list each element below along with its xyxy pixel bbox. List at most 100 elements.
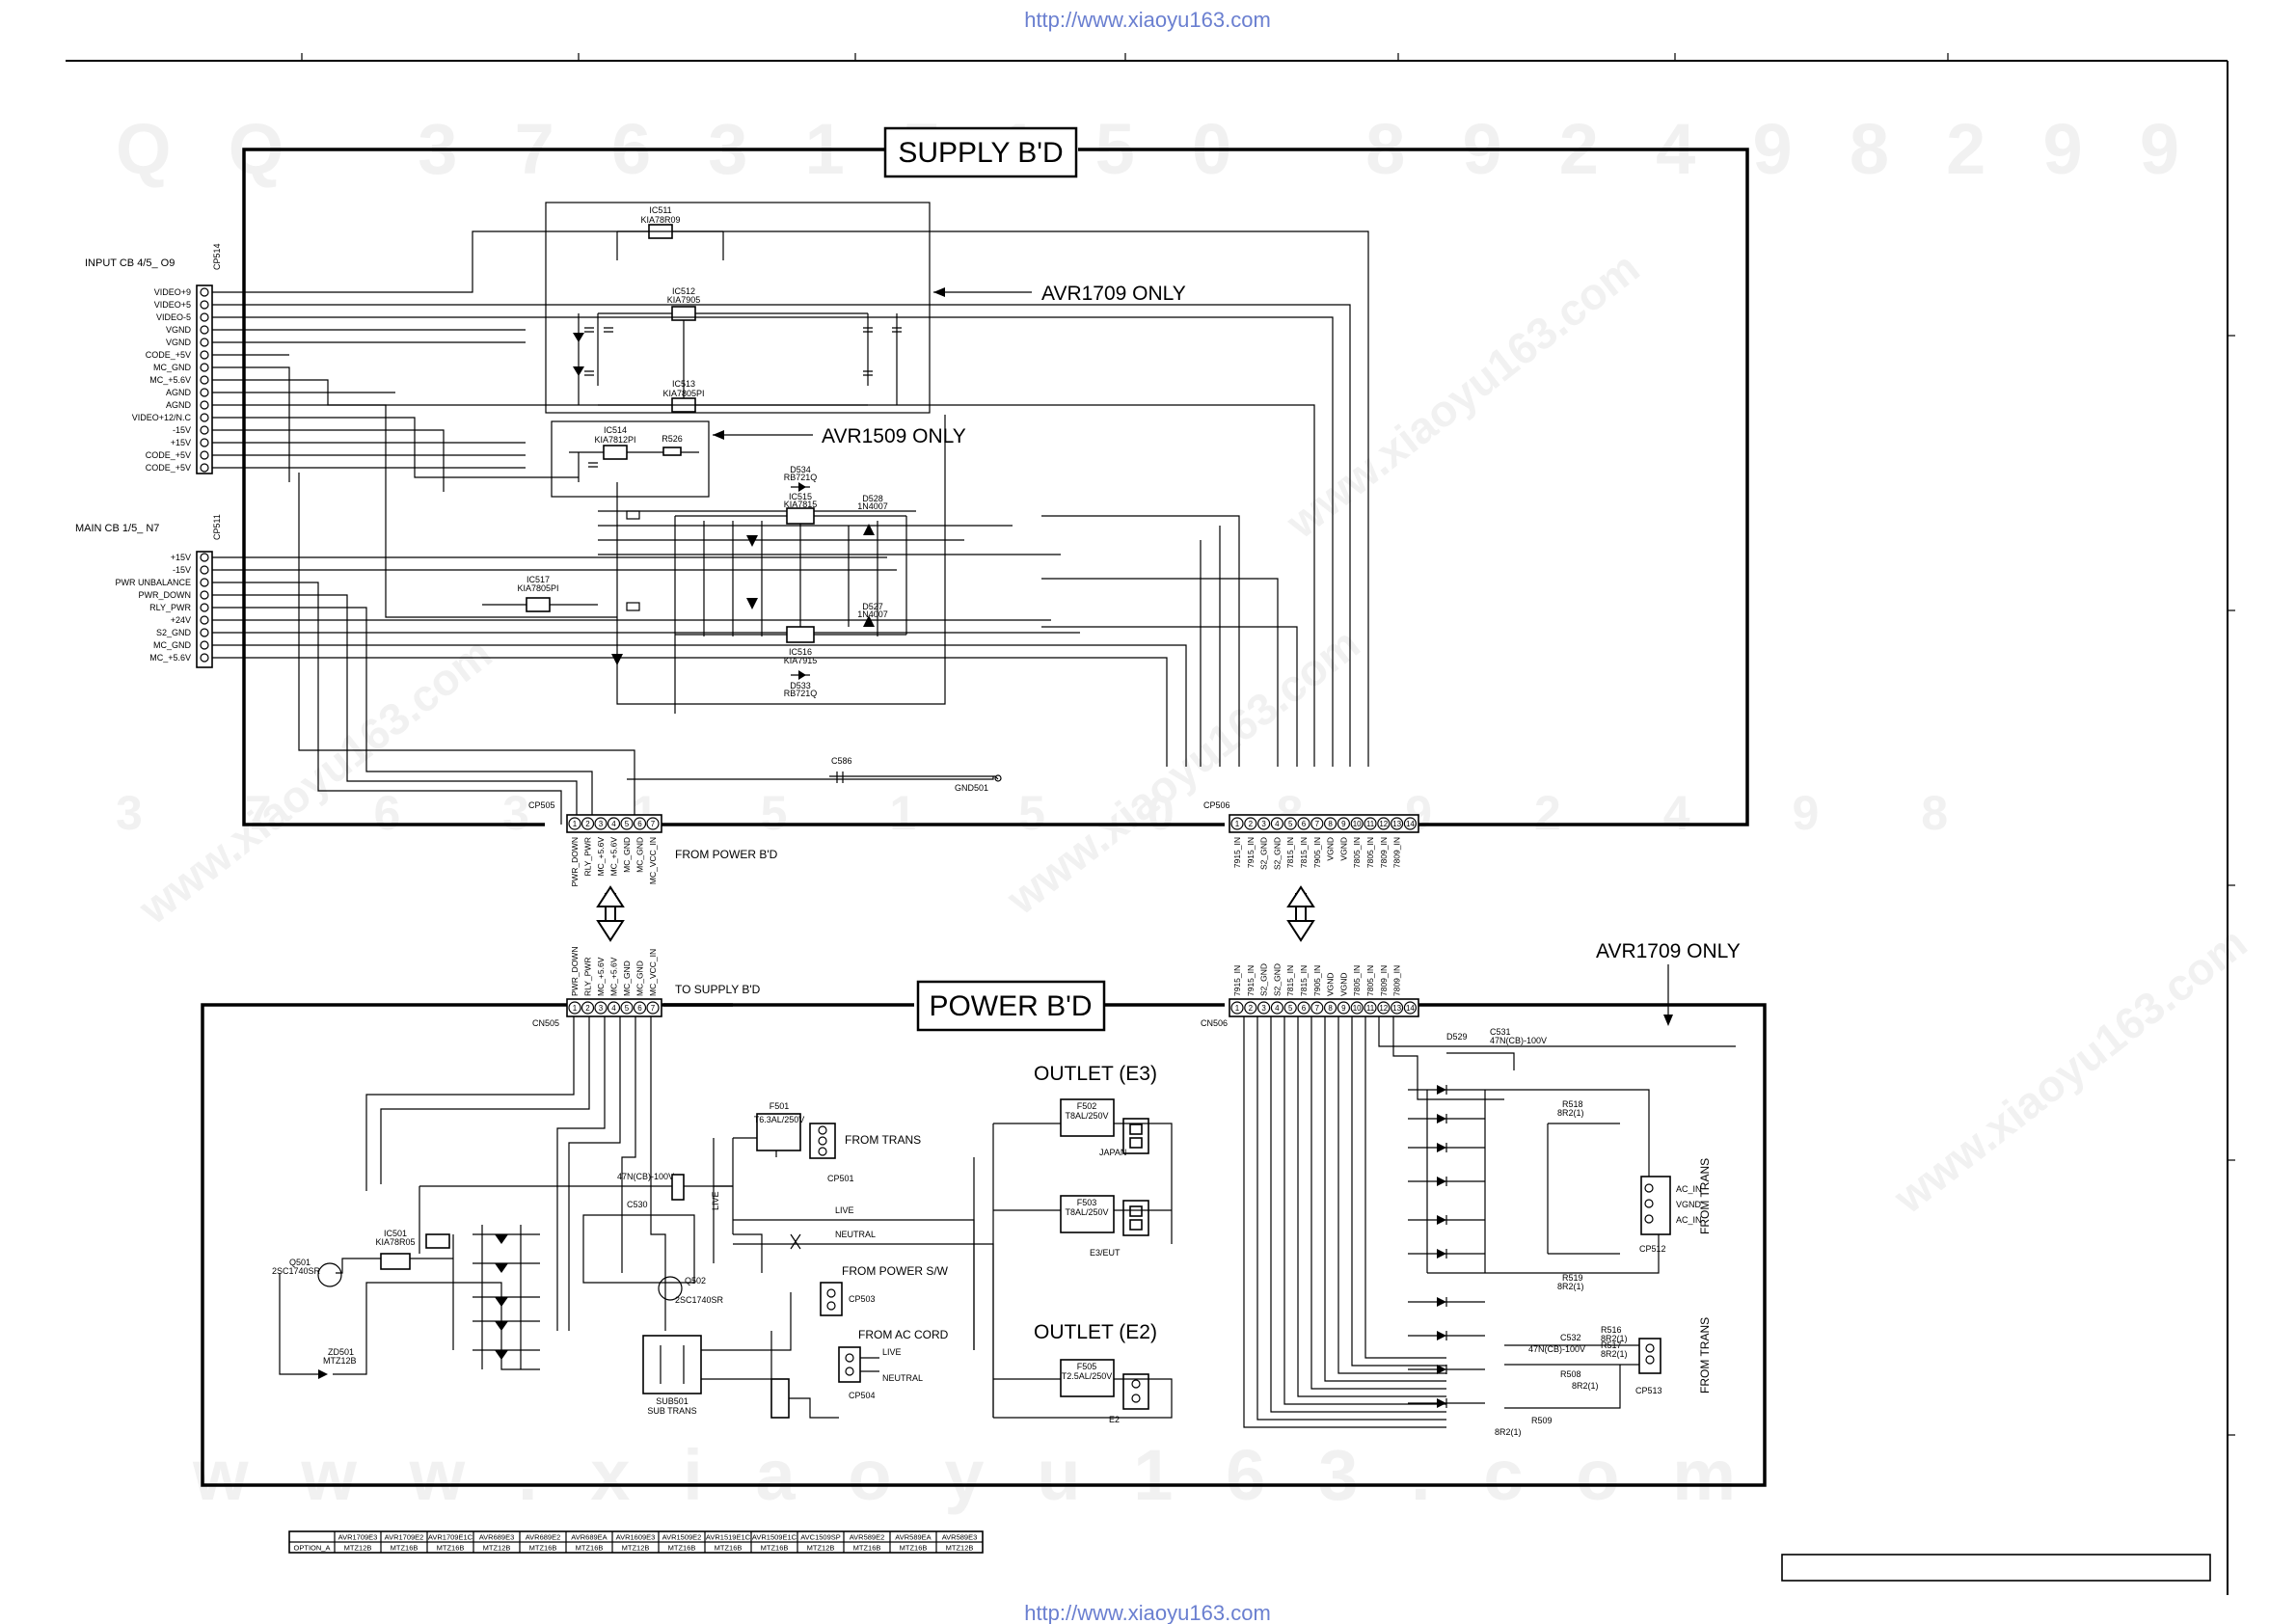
cn505pins-pin-label: MC_GND <box>622 961 632 996</box>
cp506pins-pin-number: 13 <box>1392 820 1401 828</box>
main-cb-title: MAIN CB 1/5_ N7 <box>75 523 159 534</box>
ic516-part: KIA7915 <box>784 656 818 665</box>
input-cb-pin-label: +15V <box>171 438 191 447</box>
cp506pins-pin-label: 7805_IN <box>1352 837 1362 868</box>
note-from-power: FROM POWER B'D <box>675 848 778 861</box>
main-cb-pin <box>200 603 209 612</box>
d534-label: D534 <box>790 465 811 474</box>
cp506pins-pin <box>1283 817 1297 830</box>
ic501-part: KIA78R05 <box>375 1237 415 1247</box>
diode-wire <box>1408 1215 1485 1225</box>
input-cb-pin <box>200 287 209 297</box>
footer-url[interactable]: http://www.xiaoyu163.com <box>1024 1601 1271 1624</box>
cp506pins-pin-number: 9 <box>1341 820 1346 828</box>
input-cb-pin-label: CODE_+5V <box>146 463 191 473</box>
ic514-part: KIA7812PI <box>594 435 635 445</box>
input-cb-pin-label: AGND <box>166 400 192 410</box>
cp505pins-pin-label: MC_GND <box>622 837 632 873</box>
cp506pins-pin <box>1256 817 1271 830</box>
ic515-label: IC515 <box>789 492 812 501</box>
cn505pins-pin <box>607 1001 621 1015</box>
input-cb-pin <box>200 450 209 460</box>
cn506pins-pin-number: 5 <box>1288 1004 1293 1013</box>
c505-value: 47N(CB)-100V <box>1490 1036 1547 1045</box>
cn506pins-pin-label: 7805_IN <box>1365 965 1375 996</box>
main-cb-pin-label: +24V <box>171 615 191 625</box>
e3eut-label: E3/EUT <box>1090 1248 1121 1258</box>
option-table-header: AVR589EA <box>895 1533 931 1542</box>
cp506pins-pin-number: 4 <box>1275 820 1280 828</box>
header-url[interactable]: http://www.xiaoyu163.com <box>1024 8 1271 32</box>
cp506pins-pin-label: 7815_IN <box>1285 837 1295 868</box>
option-table-cell: MTZ16B <box>900 1544 928 1553</box>
option-table-header: AVR589E2 <box>850 1533 885 1542</box>
cp506pins-pin-label: 7815_IN <box>1299 837 1309 868</box>
note-from-trans-2: FROM TRANS <box>1698 1158 1712 1234</box>
zd501-value: MTZ12B <box>323 1356 357 1366</box>
cp505pins-pin <box>568 817 581 830</box>
power-title-box <box>916 980 1106 1032</box>
cp505pins-pin-number: 3 <box>599 820 604 828</box>
cp506pins-pin <box>1403 817 1418 830</box>
cn506pins-pin-label: 7905_IN <box>1312 965 1322 996</box>
avr1509-regulator-block: IC514 KIA7812PI R526 <box>551 420 710 498</box>
cn505pins-pin <box>594 1001 608 1015</box>
option-table-header: AVC1509SP <box>800 1533 841 1542</box>
cp506pins-pin-number: 7 <box>1315 820 1320 828</box>
c586-label: C586 <box>831 756 852 766</box>
input-cb-pin <box>200 300 209 310</box>
cn505pins-pin-label: MC_+5.6V <box>596 957 606 996</box>
option-table-cell: MTZ12B <box>483 1544 511 1553</box>
option-table-header: AVR1709E1C <box>428 1533 473 1542</box>
neutral-cord: NEUTRAL <box>882 1373 923 1383</box>
cp505pins-pin-number: 4 <box>611 820 616 828</box>
ic511-part: KIA78R09 <box>640 215 680 225</box>
f501-label: F501 <box>770 1101 790 1111</box>
japan-label: JAPAN <box>1099 1148 1126 1157</box>
outlets: OUTLET (E3) OUTLET (E2) F502 T8AL/250V J… <box>973 1063 1173 1424</box>
cp506pins-pin-number: 6 <box>1302 820 1307 828</box>
diode-wire <box>1408 1398 1485 1408</box>
input-cb-pin <box>200 400 209 410</box>
d529-label: D529 <box>1446 1032 1468 1042</box>
c505-label: C531 <box>1490 1027 1511 1037</box>
cn505-ref: CN505 <box>532 1018 559 1028</box>
cn506pins-pin-label: VGND <box>1326 972 1336 996</box>
cn506pins-pin <box>1310 1001 1324 1015</box>
cn506pins-pin-number: 2 <box>1249 1004 1254 1013</box>
cn506pins-pin-number: 13 <box>1392 1004 1401 1013</box>
r507-label: C530 <box>627 1200 648 1209</box>
option-table-header: AVR589E3 <box>942 1533 978 1542</box>
cp506pins-pin-number: 10 <box>1353 820 1362 828</box>
f502-value: T8AL/250V <box>1065 1111 1108 1121</box>
cp506pins-pin-label: 7915_IN <box>1246 837 1256 868</box>
cp506pins-pin <box>1297 817 1310 830</box>
cn506pins-pin <box>1297 1001 1310 1015</box>
c532-label: R509 <box>1531 1416 1553 1425</box>
cn506pins-pin <box>1256 1001 1271 1015</box>
option-table-cell: MTZ16B <box>715 1544 743 1553</box>
sub-trans-label: SUB TRANS <box>647 1406 696 1416</box>
cp505pins-pin <box>633 817 647 830</box>
input-cb-pin-label: VIDEO+12/N.C <box>132 413 192 422</box>
f503-value: T8AL/250V <box>1065 1207 1108 1217</box>
cp506pins-pin-label: VGND <box>1338 837 1348 861</box>
d528-value: 1N4007 <box>857 501 888 511</box>
q501-value: 2SC1740SR <box>272 1266 321 1276</box>
input-cb-pin-label: -15V <box>173 425 191 435</box>
input-cb-pin-label: VIDEO+5 <box>154 300 191 310</box>
cp505pins-pin-label: PWR_DOWN <box>570 837 580 886</box>
cp505pins-pin <box>581 817 595 830</box>
d527-label: D527 <box>862 602 883 611</box>
title-block <box>1781 1554 2211 1582</box>
option-table-header: AVR1609E3 <box>616 1533 656 1542</box>
note-from-trans-1: FROM TRANS <box>845 1133 921 1147</box>
cn506pins-pin <box>1230 1001 1244 1015</box>
input-cb-pin <box>200 438 209 447</box>
r518-label: R516 <box>1601 1325 1622 1335</box>
c531-label: R508 <box>1560 1369 1581 1379</box>
cn505pins-pin <box>633 1001 647 1015</box>
cp506pins-pin-label: VGND <box>1326 837 1336 861</box>
option-table-cell: MTZ16B <box>437 1544 465 1553</box>
live-label: LIVE <box>835 1205 854 1215</box>
